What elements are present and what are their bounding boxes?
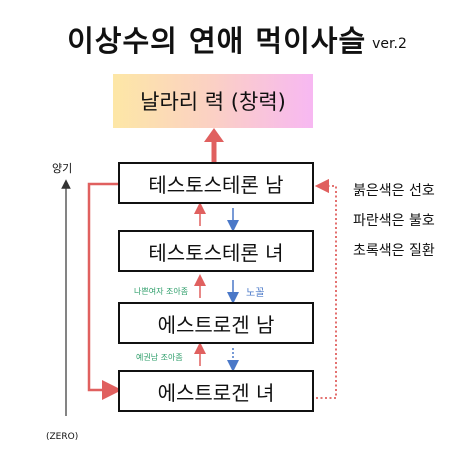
level-2-box: 테스토스테론 녀 <box>118 230 314 272</box>
level-4-box: 에스트로겐 녀 <box>118 370 314 412</box>
axis-top-label: 양기 <box>52 162 73 175</box>
axis-bottom-label: (ZERO) <box>46 432 79 442</box>
legend-red: 붉은색은 선호 <box>353 183 435 199</box>
annotation-left-lower: 예권남 조아좀 <box>136 353 183 362</box>
top-box: 날라리 력 (창력) <box>113 74 313 128</box>
annotation-right-upper: 노꼴 <box>246 288 265 299</box>
legend-green: 초록색은 질환 <box>353 243 435 259</box>
arrow-to-top-box <box>204 128 224 162</box>
version-label: ver.2 <box>372 36 407 52</box>
arrow-red-right-dotted-loop <box>314 178 337 399</box>
legend-blue: 파란색은 불호 <box>353 213 435 229</box>
arrow-red-left-loop <box>87 182 122 400</box>
level-1-box: 테스토스테론 남 <box>118 162 314 204</box>
annotation-left-upper: 나쁜여자 조아좀 <box>134 287 189 296</box>
level-3-box: 에스트로겐 남 <box>118 302 314 344</box>
